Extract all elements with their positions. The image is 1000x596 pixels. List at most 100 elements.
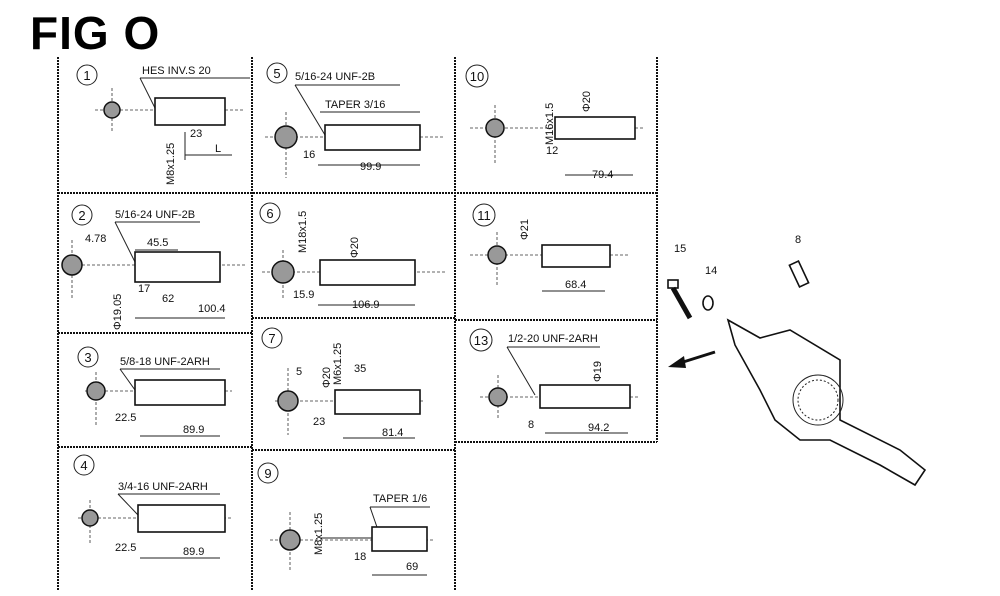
dimension-label: 5/8-18 UNF-2ARH — [120, 356, 210, 368]
panel-10: 10 M16x1.5 Φ20 12 79.4 — [465, 64, 645, 181]
dimension-label: 22.5 — [115, 542, 136, 554]
dimension-label: 5 — [273, 66, 280, 81]
dimension-label: 23 — [190, 128, 202, 140]
panel-3: 3 5/8-18 UNF-2ARH 22.5 89.9 — [77, 346, 232, 437]
dimension-label: 1/2-20 UNF-2ARH — [508, 333, 598, 345]
shaft-profile — [324, 124, 421, 151]
dimension-label: 106.9 — [352, 299, 380, 311]
dimension-label: M8x1.25 — [165, 143, 177, 185]
direction-arrow — [679, 350, 716, 365]
dimension-label: 5/16-24 UNF-2B — [115, 209, 195, 221]
dimension-label: 7 — [268, 331, 275, 346]
dimension-label: 3/4-16 UNF-2ARH — [118, 481, 208, 493]
dimension-label: Φ20 — [349, 237, 361, 258]
dimension-label: 23 — [313, 416, 325, 428]
dimension-label: 62 — [162, 293, 174, 305]
shaft-end-view — [488, 387, 508, 407]
dimension-label: 12 — [546, 145, 558, 157]
dimension-label: 8 — [528, 419, 534, 431]
shaft-profile — [371, 526, 428, 552]
dimension-label: M16x1.5 — [544, 103, 556, 145]
dimension-label: 5 — [296, 366, 302, 378]
key-8 — [788, 259, 810, 289]
panel-grid — [57, 57, 658, 590]
dimension-label: 15 — [674, 243, 686, 255]
shaft-profile — [137, 504, 226, 533]
dimension-label: 13 — [474, 333, 488, 348]
shaft-profile — [334, 389, 421, 415]
shaft-profile — [319, 259, 416, 286]
panel-4: 4 3/4-16 UNF-2ARH 22.5 89.9 — [73, 454, 232, 559]
dimension-label: Φ20 — [321, 367, 333, 388]
dimension-label: TAPER 3/16 — [325, 99, 385, 111]
dimension-label: 4.78 — [85, 233, 106, 245]
washer-14 — [702, 295, 714, 311]
dimension-label: 3 — [84, 350, 91, 365]
bolt-15 — [667, 279, 693, 320]
dimension-label: 89.9 — [183, 546, 204, 558]
dimension-label: 15.9 — [293, 289, 314, 301]
panel-9: 9 M8x1.25 TAPER 1/6 18 69 — [257, 462, 435, 576]
dimension-label: TAPER 1/6 — [373, 493, 427, 505]
dimension-label: 100.4 — [198, 303, 226, 315]
panel-1: 1 HES INV.S 20 23 L M8x1.25 — [76, 64, 250, 185]
crankshaft-assembly: 15 14 8 — [667, 234, 927, 487]
dimension-label: M6x1.25 — [332, 343, 344, 385]
panel-7: 7 5 Φ20 M6x1.25 35 23 81.4 — [261, 327, 425, 439]
dimension-label: M8x1.25 — [313, 513, 325, 555]
dimension-label: Φ21 — [519, 219, 531, 240]
dimension-label: 22.5 — [115, 412, 136, 424]
dimension-label: 69 — [406, 561, 418, 573]
shaft-end-view — [61, 254, 83, 276]
shaft-end-view — [81, 509, 99, 527]
dimension-label: 8 — [795, 234, 801, 246]
shaft-profile — [541, 244, 611, 268]
shaft-end-view — [103, 101, 121, 119]
dimension-label: 94.2 — [588, 422, 609, 434]
dimension-label: 89.9 — [183, 424, 204, 436]
dimension-label: 16 — [303, 149, 315, 161]
dimension-label: L — [215, 143, 221, 155]
crankshaft — [726, 318, 927, 487]
shaft-end-view — [86, 381, 106, 401]
dimension-label: 17 — [138, 283, 150, 295]
dimension-label: 6 — [266, 206, 273, 221]
shaft-end-view — [279, 529, 301, 551]
dimension-label: 99.9 — [360, 161, 381, 173]
dimension-label: 81.4 — [382, 427, 403, 439]
shaft-profile — [134, 251, 221, 283]
dimension-label: 4 — [80, 458, 87, 473]
shaft-profile — [154, 97, 226, 126]
dimension-label: 18 — [354, 551, 366, 563]
panel-5: 5 5/16-24 UNF-2B TAPER 3/16 16 99.9 — [265, 62, 445, 178]
dimension-label: Φ19.05 — [112, 294, 124, 330]
shaft-end-view — [485, 118, 505, 138]
shaft-end-view — [274, 125, 298, 149]
dimension-label: HES INV.S 20 — [142, 65, 211, 77]
dimension-label: Φ20 — [581, 91, 593, 112]
dimension-label: 68.4 — [565, 279, 586, 291]
panel-6: 6 M18x1.5 Φ20 15.9 106.9 — [259, 202, 445, 311]
dimension-label: Φ19 — [592, 361, 604, 382]
dimension-label: 2 — [78, 208, 85, 223]
dimension-label: 14 — [705, 265, 717, 277]
dimension-label: 9 — [264, 466, 271, 481]
dimension-label: 45.5 — [147, 237, 168, 249]
dimension-label: 10 — [470, 69, 484, 84]
shaft-end-view — [487, 245, 507, 265]
dimension-label: 79.4 — [592, 169, 613, 181]
shaft-profile — [554, 116, 636, 140]
dimension-label: 11 — [477, 208, 491, 223]
dimension-label: 5/16-24 UNF-2B — [295, 71, 375, 83]
panel-2: 2 5/16-24 UNF-2B 4.78 45.5 17 62 100.4 Φ… — [61, 204, 245, 330]
panel-11: 11 Φ21 68.4 — [470, 203, 630, 292]
shaft-end-view — [277, 390, 299, 412]
dimension-label: 35 — [354, 363, 366, 375]
shaft-profile — [134, 379, 226, 406]
panel-number: 1 — [83, 68, 90, 83]
shaft-profile — [539, 384, 631, 409]
figure-title: FIG O — [30, 7, 161, 59]
dimension-label: M18x1.5 — [297, 211, 309, 253]
panel-13: 13 1/2-20 UNF-2ARH Φ19 8 94.2 — [469, 328, 640, 434]
